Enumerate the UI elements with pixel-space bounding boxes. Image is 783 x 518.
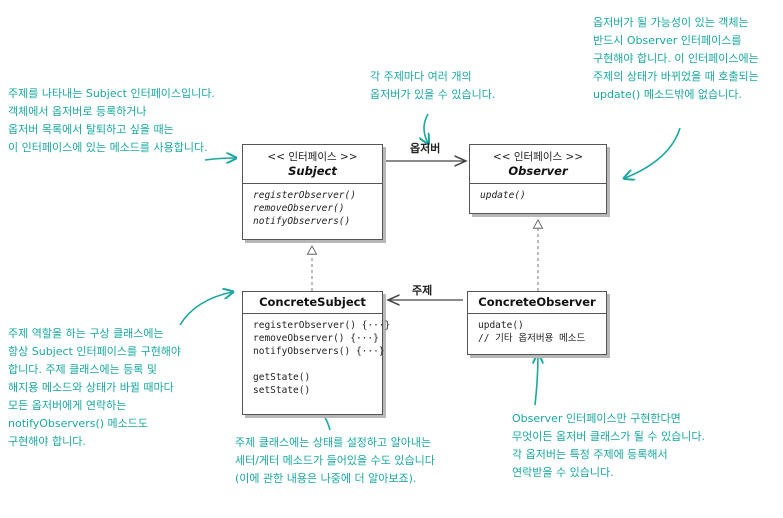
concrete-subject-method: notifyObservers() {···} [253, 346, 385, 357]
note-line: 구현해야 합니다. [8, 435, 86, 448]
concrete-subject-note: 주제 역할을 하는 구상 클래스에는 항상 Subject 인터페이스를 구현해… [8, 325, 181, 451]
getter-setter-note: 주제 클래스에는 상태를 설정하고 알아내는 세터/게터 메소드가 들어있을 수… [235, 434, 435, 488]
note-line: 주제 클래스에는 상태를 설정하고 알아내는 [235, 436, 432, 449]
note-line: 항상 Subject 인터페이스를 구현해야 [8, 345, 182, 358]
association-label-observer: 옵저버 [410, 142, 441, 155]
note-line: update() 메소드밖에 없습니다. [593, 88, 742, 101]
observer-class-name: Observer [508, 164, 568, 178]
concrete-subject-method: registerObserver() {···} [253, 320, 391, 331]
note-arrow-concrete-subject [179, 292, 232, 326]
observer-method: update() [480, 190, 526, 201]
many-observers-note: 각 주제마다 여러 개의 옵저버가 있을 수 있습니다. [370, 68, 495, 104]
note-line: 세터/게터 메소드가 들어있을 수도 있습니다 [235, 454, 435, 467]
subject-method: registerObserver() [253, 190, 356, 201]
concrete-observer-note: Observer 인터페이스만 구현한다면 무엇이든 옵저버 클래스가 될 수 … [512, 410, 705, 482]
association-label-subject: 주제 [412, 284, 433, 297]
concrete-observer-method: update() [478, 320, 524, 331]
concrete-subject-class-name: ConcreteSubject [259, 295, 366, 309]
concrete-subject-method: removeObserver() {···} [253, 333, 379, 344]
note-line: 해지용 메소드와 상태가 바뀔 때마다 [8, 381, 174, 394]
note-arrow-many-observers [424, 113, 428, 143]
note-line: 각 옵저버는 특정 주제에 등록해서 [512, 448, 668, 461]
concrete-observer-method: // 기타 옵저버용 메소드 [478, 333, 586, 344]
note-line: (이에 관한 내용은 나중에 더 알아보죠). [235, 472, 417, 485]
note-line: Observer 인터페이스만 구현한다면 [512, 412, 681, 425]
note-line: 옵저버가 있을 수 있습니다. [370, 88, 496, 101]
note-line: 무엇이든 옵저버 클래스가 될 수 있습니다. [512, 430, 706, 443]
observer-stereotype: << 인터페이스 >> [492, 151, 584, 163]
note-arrow-subject [204, 158, 235, 160]
note-line: 반드시 Observer 인터페이스를 [593, 34, 742, 47]
note-line: 구현해야 합니다. 이 인터페이스에는 [593, 52, 759, 65]
note-line: notifyObservers() 메소드도 [8, 417, 149, 430]
concrete-subject-method: getState() [253, 372, 311, 383]
note-line: 연락받을 수 있습니다. [512, 466, 614, 479]
observer-note: 옵저버가 될 가능성이 있는 객체는 반드시 Observer 인터페이스를 구… [593, 14, 759, 104]
observer-interface-box: << 인터페이스 >> Observer update() [469, 144, 607, 214]
note-line: 주제를 나타내는 Subject 인터페이스입니다. [8, 87, 215, 100]
subject-note: 주제를 나타내는 Subject 인터페이스입니다. 객체에서 옵저버로 등록하… [8, 85, 215, 157]
subject-method: removeObserver() [253, 203, 345, 214]
note-line: 합니다. 주제 클래스에는 등록 및 [8, 363, 158, 376]
note-line: 주제의 상태가 바뀌었을 때 호출되는 [593, 70, 759, 83]
note-arrow-observer [625, 127, 681, 178]
note-arrow-concrete-observer [535, 355, 538, 406]
method-group-spacer [253, 358, 372, 371]
concrete-observer-class-name: ConcreteObserver [478, 295, 596, 309]
note-line: 옵저버가 될 가능성이 있는 객체는 [593, 16, 749, 29]
note-line: 옵저버 목록에서 탈퇴하고 싶을 때는 [8, 123, 174, 136]
subject-interface-box: << 인터페이스 >> Subject registerObserver() r… [242, 144, 383, 240]
concrete-subject-box: ConcreteSubject registerObserver() {···}… [242, 291, 391, 415]
note-line: 모든 옵저버에게 연락하는 [8, 399, 127, 412]
subject-stereotype: << 인터페이스 >> [267, 151, 358, 163]
subject-method: notifyObservers() [253, 216, 351, 227]
subject-class-name: Subject [288, 164, 337, 178]
concrete-observer-box: ConcreteObserver update() // 기타 옵저버용 메소드 [467, 291, 607, 355]
concrete-subject-method: setState() [253, 385, 311, 396]
note-line: 이 인터페이스에 있는 메소드를 사용합니다. [8, 141, 208, 154]
note-line: 객체에서 옵저버로 등록하거나 [8, 105, 147, 118]
note-line: 각 주제마다 여러 개의 [370, 70, 472, 83]
note-line: 주제 역할을 하는 구상 클래스에는 [8, 327, 164, 340]
